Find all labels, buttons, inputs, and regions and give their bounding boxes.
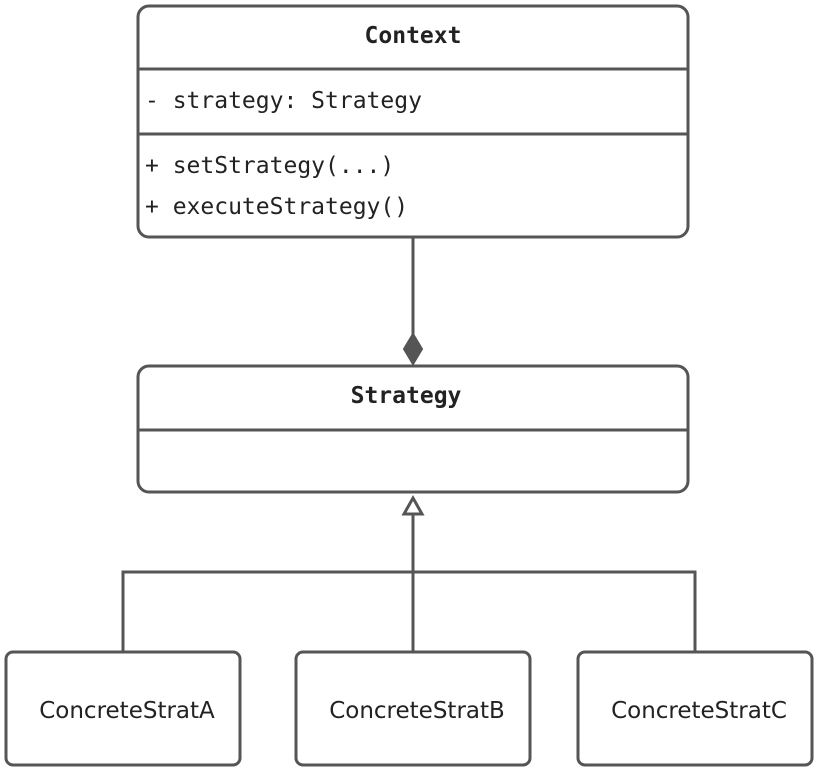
concrete-class-a[interactable]: ConcreteStratA bbox=[4, 650, 242, 767]
concrete-class-a-box bbox=[4, 650, 242, 767]
concrete-class-b-box bbox=[294, 650, 532, 767]
concrete-class-b[interactable]: ConcreteStratB bbox=[294, 650, 532, 767]
composition-relationship bbox=[402, 237, 424, 366]
concrete-class-c-box bbox=[576, 650, 814, 767]
context-class-name: Context bbox=[365, 23, 462, 49]
composition-diamond-icon bbox=[402, 332, 424, 366]
concrete-class-c[interactable]: ConcreteStratC bbox=[576, 650, 814, 767]
context-attribute-strategy: - strategy: Strategy bbox=[145, 88, 422, 114]
generalization-branch-bus bbox=[121, 570, 697, 652]
generalization-relationship bbox=[121, 494, 697, 652]
strategy-class[interactable]: Strategy bbox=[136, 364, 690, 494]
concrete-class-a-name: ConcreteStratA bbox=[39, 698, 215, 724]
concrete-class-c-name: ConcreteStratC bbox=[611, 698, 787, 724]
strategy-class-name: Strategy bbox=[351, 383, 462, 409]
context-method-set-strategy: + setStrategy(...) bbox=[145, 153, 394, 179]
generalization-arrow-icon bbox=[401, 494, 425, 516]
concrete-class-b-name: ConcreteStratB bbox=[329, 698, 505, 724]
context-method-execute-strategy: + executeStrategy() bbox=[145, 194, 408, 220]
context-class[interactable]: Context - strategy: Strategy + setStrate… bbox=[136, 4, 690, 239]
